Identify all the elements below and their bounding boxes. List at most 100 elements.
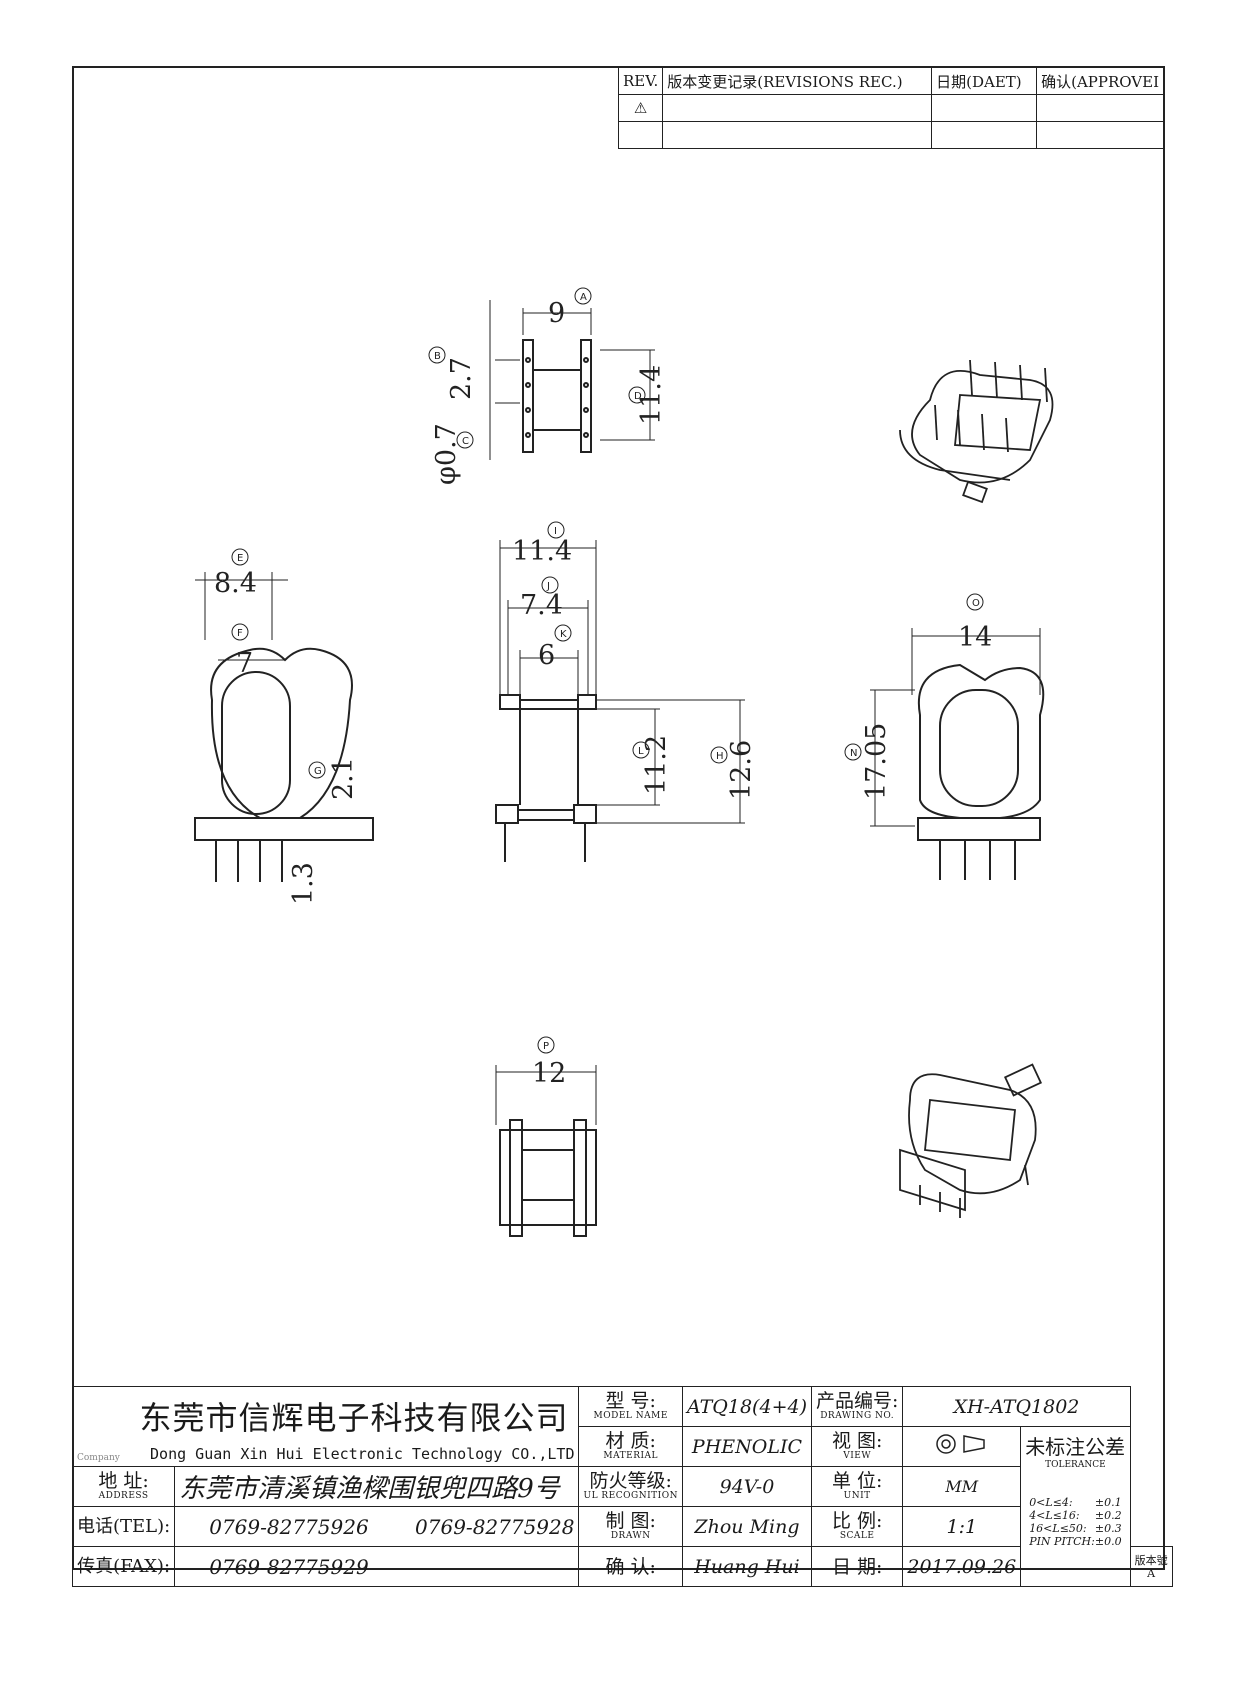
dim-k-label: 6 bbox=[538, 640, 555, 671]
marker-d: D bbox=[634, 391, 642, 402]
approve-label: 确 认: bbox=[578, 1546, 683, 1587]
title-row-3: 地 址:ADDRESS 东莞市清溪镇渔樑围银兜四路9号 防火等级:UL RECO… bbox=[71, 1466, 1173, 1507]
revision-cell bbox=[931, 121, 1038, 149]
title-block: 东莞市信辉电子科技有限公司 Company Dong Guan Xin Hui … bbox=[71, 1386, 1173, 1587]
scale-label-en: SCALE bbox=[839, 1531, 875, 1541]
material-value: PHENOLIC bbox=[681, 1426, 812, 1467]
material-label-cell: 材 质:MATERIAL bbox=[578, 1426, 683, 1467]
company-name-cn: 东莞市信辉电子科技有限公司 bbox=[139, 1399, 569, 1437]
dim-f-label: 7 bbox=[236, 648, 253, 679]
fax-value: 0769-82775929 bbox=[209, 1554, 369, 1579]
flame-label: 防火等级: bbox=[589, 1470, 672, 1492]
marker-e: E bbox=[237, 553, 243, 564]
dim-c-label: φ0.7 bbox=[431, 423, 462, 485]
left-side-view bbox=[194, 572, 374, 882]
marker-h: H bbox=[716, 751, 724, 762]
version-value: A bbox=[1147, 1566, 1156, 1580]
scale-label: 比 例: bbox=[831, 1510, 883, 1532]
drawn-value: Zhou Ming bbox=[681, 1506, 812, 1547]
view-label-cell: 视 图:VIEW bbox=[810, 1426, 904, 1467]
revision-record-header: 版本变更记录(REVISIONS REC.) bbox=[662, 67, 933, 95]
drawing-no-label-cell: 产品编号:DRAWING NO. bbox=[810, 1386, 904, 1427]
bottom-view bbox=[495, 1065, 597, 1237]
tolerance-row: 0<L≤4:±0.1 bbox=[1029, 1496, 1122, 1509]
marker-j: J bbox=[546, 581, 550, 592]
model-value: ATQ18(4+4) bbox=[681, 1386, 812, 1427]
marker-o: O bbox=[972, 598, 980, 609]
revision-table: REV. 版本变更记录(REVISIONS REC.) 日期(DAET) 确认(… bbox=[617, 67, 1164, 149]
revision-header-row: REV. 版本变更记录(REVISIONS REC.) 日期(DAET) 确认(… bbox=[617, 67, 1164, 95]
revision-row bbox=[617, 121, 1164, 149]
material-label: 材 质: bbox=[605, 1430, 656, 1452]
drawn-label-cell: 制 图:DRAWN bbox=[578, 1506, 683, 1547]
model-label-en: MODEL NAME bbox=[593, 1411, 668, 1421]
dim-i-label: 11.4 bbox=[512, 536, 572, 567]
title-row-1: 东莞市信辉电子科技有限公司 Company Dong Guan Xin Hui … bbox=[71, 1386, 1173, 1467]
unit-label-en: UNIT bbox=[843, 1491, 871, 1501]
projection-icon bbox=[936, 1434, 985, 1454]
drawing-no-value: XH-ATQ1802 bbox=[902, 1386, 1131, 1427]
revision-cell bbox=[617, 121, 664, 149]
right-side-view bbox=[870, 628, 1045, 880]
tolerance-cell: 未标注公差 TOLERANCE 0<L≤4:±0.1 4<L≤16:±0.2 1… bbox=[1020, 1426, 1131, 1587]
drawn-label: 制 图: bbox=[605, 1510, 656, 1532]
address-label-en: ADDRESS bbox=[98, 1491, 149, 1501]
drawing-no-label-en: DRAWING NO. bbox=[820, 1411, 895, 1421]
isometric-view-top bbox=[899, 359, 1054, 504]
fax-cell: 0769-82775929 bbox=[174, 1546, 580, 1587]
marker-k: K bbox=[560, 629, 567, 640]
scale-label-cell: 比 例:SCALE bbox=[810, 1506, 904, 1547]
unit-label: 单 位: bbox=[831, 1470, 883, 1492]
date-value: 2017.09.26 bbox=[902, 1546, 1022, 1587]
company-en-label: Company bbox=[77, 1453, 120, 1463]
address-label-cell: 地 址:ADDRESS bbox=[71, 1466, 176, 1507]
marker-p: P bbox=[543, 1041, 549, 1052]
marker-a: A bbox=[580, 292, 587, 303]
address-label: 地 址: bbox=[98, 1470, 149, 1492]
company-name-en: Dong Guan Xin Hui Electronic Technology … bbox=[150, 1445, 575, 1463]
marker-n: N bbox=[850, 748, 857, 759]
dim-j-label: 7.4 bbox=[520, 590, 563, 621]
address-value: 东莞市清溪镇渔樑围银兜四路9号 bbox=[174, 1466, 580, 1507]
drawing-no-label: 产品编号: bbox=[815, 1390, 899, 1412]
company-cell: 东莞市信辉电子科技有限公司 Company Dong Guan Xin Hui … bbox=[71, 1386, 580, 1467]
marker-g: G bbox=[314, 766, 322, 777]
projection-symbol-cell bbox=[902, 1426, 1022, 1467]
flame-label-cell: 防火等级:UL RECOGNITION bbox=[578, 1466, 683, 1507]
isometric-view-bottom bbox=[899, 1063, 1043, 1218]
marker-i: I bbox=[554, 526, 557, 537]
approve-value: Huang Hui bbox=[681, 1546, 812, 1587]
material-label-en: MATERIAL bbox=[603, 1451, 659, 1461]
view-label: 视 图: bbox=[831, 1430, 883, 1452]
fax-label: 传真(FAX): bbox=[71, 1546, 176, 1587]
date-label: 日 期: bbox=[810, 1546, 904, 1587]
view-label-en: VIEW bbox=[843, 1451, 872, 1461]
revision-cell bbox=[662, 121, 933, 149]
unit-value: MM bbox=[902, 1466, 1022, 1507]
tolerance-row: 16<L≤50:±0.3 bbox=[1029, 1522, 1122, 1535]
version-label: 版本號 bbox=[1134, 1553, 1168, 1567]
marker-c: C bbox=[462, 436, 469, 447]
title-row-5: 传真(FAX): 0769-82775929 确 认: Huang Hui 日 … bbox=[71, 1546, 1173, 1587]
dim-g-label: 2.1 bbox=[328, 757, 359, 800]
tel-value-1: 0769-82775926 bbox=[209, 1514, 369, 1539]
model-label: 型 号: bbox=[605, 1390, 656, 1412]
dim-a-label: 9 bbox=[548, 298, 565, 329]
tolerance-label: 未标注公差 bbox=[1025, 1435, 1126, 1459]
dim-b-label: 2.7 bbox=[446, 357, 477, 400]
front-view bbox=[495, 540, 745, 862]
flame-value: 94V-0 bbox=[681, 1466, 812, 1507]
dim-n-label: 17.05 bbox=[861, 723, 892, 800]
title-row-4: 电话(TEL): 0769-82775926 0769-82775928 制 图… bbox=[71, 1506, 1173, 1547]
revision-cell bbox=[1036, 121, 1164, 149]
marker-l: L bbox=[638, 746, 644, 757]
scale-value: 1:1 bbox=[902, 1506, 1022, 1547]
tel-value-2: 0769-82775928 bbox=[415, 1514, 575, 1539]
marker-f: F bbox=[237, 628, 243, 639]
tolerance-row: 4<L≤16:±0.2 bbox=[1029, 1509, 1122, 1522]
date-header: 日期(DAET) bbox=[931, 67, 1038, 95]
tolerance-label-en: TOLERANCE bbox=[1045, 1460, 1106, 1470]
tel-cell: 0769-82775926 0769-82775928 bbox=[174, 1506, 580, 1547]
version-cell: 版本號 A bbox=[1129, 1546, 1173, 1587]
